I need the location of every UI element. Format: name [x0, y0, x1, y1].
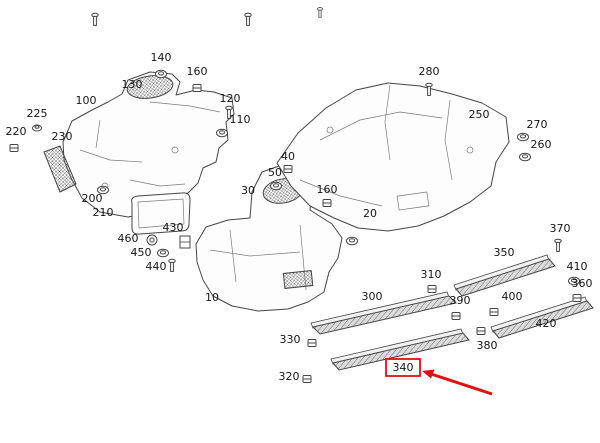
screw-part-440 [168, 258, 176, 272]
sill-strip-part-300 [310, 291, 457, 335]
grommet-part-110 [216, 128, 228, 138]
clip-part-220 [9, 144, 19, 152]
grommet-part-140 [155, 69, 167, 79]
part-label-430[interactable]: 430 [163, 221, 184, 234]
bracket-part-430 [179, 235, 191, 249]
clip-part-310 [427, 285, 437, 293]
carpet-mesh-patch-130 [126, 75, 174, 99]
part-label-350[interactable]: 350 [494, 246, 515, 259]
part-label-310[interactable]: 310 [421, 268, 442, 281]
part-label-210[interactable]: 210 [93, 206, 114, 219]
part-label-410[interactable]: 410 [567, 260, 588, 273]
part-label-440[interactable]: 440 [146, 260, 167, 273]
part-label-30[interactable]: 30 [241, 184, 255, 197]
part-label-300[interactable]: 300 [362, 290, 383, 303]
carpet-rear-part-250 [276, 82, 510, 232]
clip-part-390 [451, 312, 461, 320]
part-label-200[interactable]: 200 [82, 192, 103, 205]
part-label-280[interactable]: 280 [419, 65, 440, 78]
part-label-10[interactable]: 10 [205, 291, 219, 304]
clip-part-360 [572, 294, 582, 302]
part-label-110[interactable]: 110 [230, 113, 251, 126]
screw-top-center [244, 12, 252, 26]
part-label-20[interactable]: 20 [363, 207, 377, 220]
part-label-50[interactable]: 50 [268, 166, 282, 179]
part-label-160-a[interactable]: 160 [187, 65, 208, 78]
bracket-part-230 [43, 145, 77, 193]
clip-part-160-a [192, 84, 202, 92]
grommet-part-260 [519, 152, 531, 162]
part-label-370[interactable]: 370 [550, 222, 571, 235]
clip-part-380 [476, 327, 486, 335]
part-label-400[interactable]: 400 [502, 290, 523, 303]
part-label-100[interactable]: 100 [76, 94, 97, 107]
part-label-120[interactable]: 120 [220, 92, 241, 105]
clip-part-40 [283, 165, 293, 173]
nut-part-225 [32, 124, 42, 132]
highlight-annotation [385, 358, 493, 396]
part-label-260[interactable]: 260 [531, 138, 552, 151]
clip-part-160-b [322, 199, 332, 207]
heel-pad-patch [282, 270, 314, 289]
part-label-250[interactable]: 250 [469, 108, 490, 121]
grommet-part-50 [270, 181, 282, 191]
part-label-225[interactable]: 225 [27, 107, 48, 120]
grommet-part-450 [157, 248, 169, 258]
part-label-230[interactable]: 230 [52, 130, 73, 143]
part-label-450[interactable]: 450 [131, 246, 152, 259]
gasket-part-210 [131, 192, 191, 235]
highlight-box [385, 358, 421, 377]
part-label-130[interactable]: 130 [122, 78, 143, 91]
clip-part-330 [307, 339, 317, 347]
part-label-340[interactable]: 340 [393, 361, 414, 374]
highlight-arrow [427, 371, 493, 396]
screw-top-right [317, 7, 323, 18]
ring-part-460 [146, 234, 158, 246]
clip-part-400 [489, 308, 499, 316]
part-label-390[interactable]: 390 [450, 294, 471, 307]
part-label-320[interactable]: 320 [279, 370, 300, 383]
part-label-360[interactable]: 360 [572, 277, 593, 290]
part-label-460[interactable]: 460 [118, 232, 139, 245]
screw-part-370 [554, 238, 562, 252]
grommet-part-270 [517, 132, 529, 142]
part-label-140[interactable]: 140 [151, 51, 172, 64]
grommet-part-20 [346, 236, 358, 246]
clip-part-320 [302, 375, 312, 383]
sill-strip-part-350 [453, 254, 556, 297]
part-label-220[interactable]: 220 [6, 125, 27, 138]
part-label-270[interactable]: 270 [527, 118, 548, 131]
screw-top-left [91, 12, 99, 26]
part-label-330[interactable]: 330 [280, 333, 301, 346]
highlight-arrow-head [422, 369, 435, 379]
part-label-160-b[interactable]: 160 [317, 183, 338, 196]
sill-strip-part-340 [330, 328, 470, 371]
carpet-front-left-part-100 [62, 71, 235, 218]
part-label-40[interactable]: 40 [281, 150, 295, 163]
part-label-380[interactable]: 380 [477, 339, 498, 352]
sill-strip-part-420 [490, 296, 594, 339]
part-label-420[interactable]: 420 [536, 317, 557, 330]
